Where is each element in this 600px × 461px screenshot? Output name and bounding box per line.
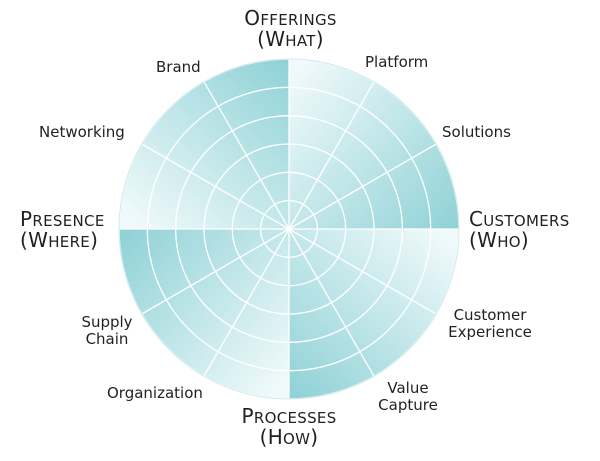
dimension-offerings: OFFERINGS (WHAT) [238, 8, 343, 50]
radar-spoke [203, 228, 290, 377]
spoke-label-supply-chain: Supply Chain [81, 313, 133, 348]
dimension-customers: CUSTOMERS (WHO) [469, 209, 597, 251]
radar-spoke [288, 143, 437, 230]
quadrant-customers [289, 59, 459, 229]
radar-spoke [288, 228, 437, 315]
radar-spoke [288, 81, 375, 230]
dimension-customers-subtitle: (WHO) [469, 228, 529, 252]
spoke-label-networking: Networking [39, 123, 125, 141]
spoke-label-customer-experience: Customer Experience [448, 306, 532, 341]
dimension-processes: PROCESSES (HOW) [234, 406, 344, 448]
dimension-presence-subtitle: (WHERE) [20, 228, 99, 252]
dimension-customers-title: CUSTOMERS [469, 207, 570, 231]
spoke-label-value-capture: Value Capture [378, 379, 438, 414]
quadrant-offerings [119, 59, 289, 229]
radar-spoke [141, 228, 290, 315]
radar-spoke [141, 143, 290, 230]
quadrant-processes [289, 229, 459, 399]
dimension-processes-subtitle: (HOW) [259, 425, 319, 449]
dimension-offerings-title: OFFERINGS [244, 6, 337, 30]
quadrant-presence [119, 229, 289, 399]
spoke-label-solutions: Solutions [442, 123, 511, 141]
radar-outer-edge [118, 58, 460, 400]
radar-spoke [288, 228, 375, 377]
dimension-offerings-subtitle: (WHAT) [257, 27, 324, 51]
spoke-label-brand: Brand [156, 58, 201, 76]
spoke-label-organization: Organization [107, 384, 203, 402]
spoke-label-platform: Platform [365, 53, 429, 71]
radar-spoke [203, 81, 290, 230]
dimension-presence-title: PRESENCE [20, 207, 105, 231]
dimension-processes-title: PROCESSES [241, 404, 337, 428]
dimension-presence: PRESENCE (WHERE) [20, 209, 120, 251]
